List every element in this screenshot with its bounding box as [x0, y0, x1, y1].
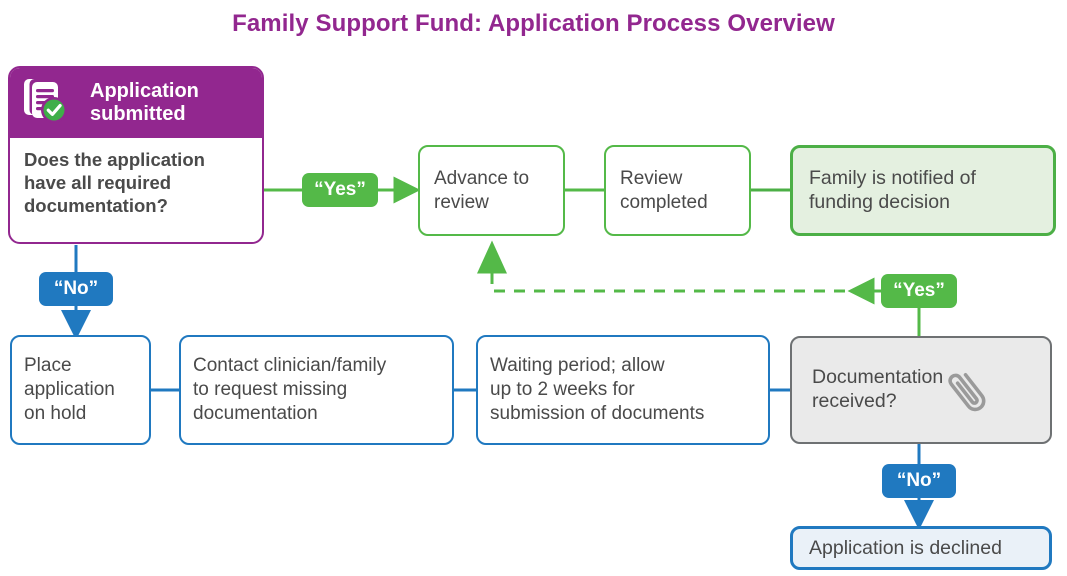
node-place-on-hold[interactable]: Place application on hold — [10, 335, 151, 445]
node-family-notified[interactable]: Family is notified of funding decision — [790, 145, 1056, 236]
node-advance-to-review-label: Advance to review — [434, 168, 530, 213]
node-documentation-received-label: Documentation received? — [812, 366, 944, 412]
paperclip-icon — [948, 373, 986, 412]
application-card-question: Does the application have all required d… — [24, 149, 205, 217]
node-application-submitted[interactable]: Application submitted Does the applicati… — [8, 66, 264, 244]
node-place-on-hold-label: Place application on hold — [24, 355, 115, 424]
node-advance-to-review[interactable]: Advance to review — [418, 145, 565, 236]
node-review-completed[interactable]: Review completed — [604, 145, 751, 236]
node-documentation-received[interactable]: Documentation received? — [790, 336, 1052, 444]
application-card-header-label: Application submitted — [90, 80, 199, 125]
page-title: Family Support Fund: Application Process… — [232, 10, 835, 37]
documents-check-icon — [24, 79, 67, 123]
node-application-declined-label: Application is declined — [809, 536, 1002, 559]
badge-yes-right[interactable]: “Yes” — [881, 274, 957, 308]
edge-documentation-to-advance-dashed — [477, 240, 921, 336]
node-review-completed-label: Review completed — [620, 168, 708, 213]
node-waiting-period-label: Waiting period; allow up to 2 weeks for … — [490, 355, 705, 424]
node-contact-clinician[interactable]: Contact clinician/family to request miss… — [179, 335, 454, 445]
badge-no-bottom[interactable]: “No” — [882, 464, 956, 498]
node-waiting-period[interactable]: Waiting period; allow up to 2 weeks for … — [476, 335, 770, 445]
badge-yes-top[interactable]: “Yes” — [302, 173, 378, 207]
badge-no-left[interactable]: “No” — [39, 272, 113, 306]
node-application-declined[interactable]: Application is declined — [790, 526, 1052, 570]
application-card-header: Application submitted — [10, 68, 262, 138]
node-contact-clinician-label: Contact clinician/family to request miss… — [193, 355, 387, 424]
node-family-notified-label: Family is notified of funding decision — [809, 166, 976, 213]
